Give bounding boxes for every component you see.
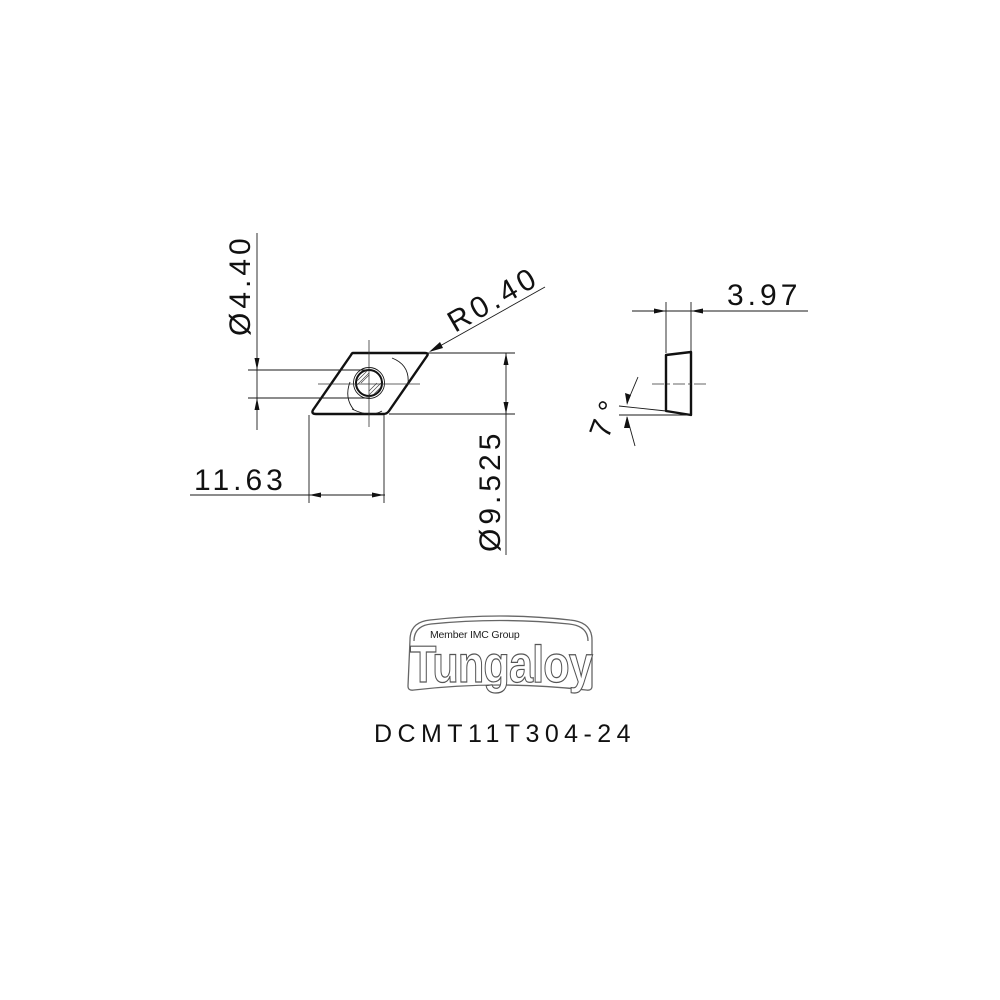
part-number: DCMT11T304-24 bbox=[374, 720, 632, 748]
chipbreaker-arc bbox=[351, 408, 383, 415]
dim-length: 11.63 bbox=[190, 415, 385, 503]
logo-brand: Tungaloy bbox=[410, 636, 593, 694]
dim-hole-diameter: Ø4.40 bbox=[224, 233, 370, 430]
corner-radius-label: R0.40 bbox=[442, 260, 545, 339]
thickness-label: 3.97 bbox=[727, 279, 801, 312]
side-view bbox=[652, 350, 706, 417]
logo-tagline: Member IMC Group bbox=[430, 629, 520, 641]
chipbreaker-arc bbox=[347, 381, 355, 411]
dim-thickness: 3.97 bbox=[632, 279, 808, 353]
tungaloy-logo: Member IMC Group Tungaloy bbox=[407, 615, 594, 695]
insert-outline bbox=[311, 351, 429, 416]
chipbreaker-arc bbox=[391, 357, 409, 385]
inscribed-circle-label: Ø9.525 bbox=[474, 430, 507, 552]
clearance-angle-label: 7° bbox=[584, 389, 630, 442]
top-view bbox=[311, 340, 429, 427]
dim-inscribed-circle: Ø9.525 bbox=[389, 352, 515, 555]
length-label: 11.63 bbox=[194, 464, 287, 497]
dim-corner-radius: R0.40 bbox=[429, 260, 546, 352]
hole-diameter-label: Ø4.40 bbox=[224, 234, 257, 336]
insert-side-profile bbox=[664, 350, 693, 417]
